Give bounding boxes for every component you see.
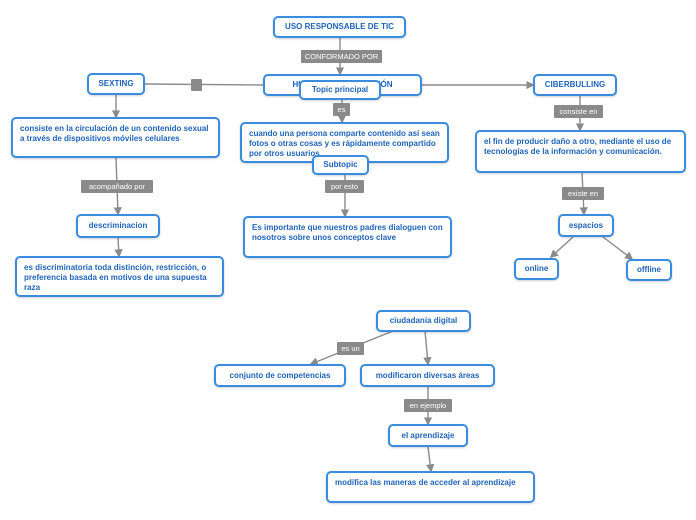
node-root[interactable]: USO RESPONSABLE DE TIC: [273, 16, 406, 38]
node-online[interactable]: online: [514, 258, 559, 280]
node-ciberbulling[interactable]: CIBERBULLING: [533, 74, 617, 96]
label-es-un[interactable]: es un: [337, 342, 364, 355]
node-areas[interactable]: modificaron diversas áreas: [360, 364, 495, 387]
node-aprendizaje[interactable]: el aprendizaje: [388, 424, 468, 447]
node-maneras[interactable]: modifica las maneras de acceder al apren…: [326, 471, 535, 503]
node-espacios[interactable]: espacios: [558, 214, 614, 237]
link-huella-sexting: [144, 83, 265, 86]
label-en-ejemplo[interactable]: en ejemplo: [404, 399, 452, 412]
node-topic-principal[interactable]: Topic principal: [299, 80, 381, 100]
node-sexting-definition[interactable]: consiste en la circulación de un conteni…: [11, 117, 220, 158]
node-offline[interactable]: offline: [626, 259, 672, 281]
link-espacios-online: [549, 236, 574, 259]
link-espacios-offline: [602, 236, 634, 261]
label-por-esto[interactable]: por esto: [325, 180, 364, 193]
node-competencias[interactable]: conjunto de competencias: [214, 364, 346, 387]
node-subtopic[interactable]: Subtopic: [312, 155, 369, 175]
label-existe-en[interactable]: existe en: [562, 187, 604, 200]
node-discriminacion-definition[interactable]: es discriminatoria toda distinción, rest…: [15, 256, 224, 297]
node-ciudadania[interactable]: ciudadania digital: [376, 310, 471, 332]
link-discr-def: [114, 237, 123, 258]
link-aprend-maneras: [425, 446, 435, 473]
node-padres[interactable]: Es importante que nuestros padres dialog…: [243, 216, 452, 258]
label-es[interactable]: es: [333, 103, 350, 116]
node-ciberbulling-definition[interactable]: el fin de producir daño a otro, mediante…: [475, 130, 686, 173]
node-sexting[interactable]: SEXTING: [87, 73, 145, 95]
label-acompanado-por[interactable]: acompañado por: [81, 180, 153, 193]
link-handle[interactable]: [191, 79, 202, 91]
label-conformado-por[interactable]: CONFORMADO POR: [301, 50, 382, 63]
label-consiste-en[interactable]: consiste en: [554, 105, 603, 118]
link-ciud-areas: [423, 330, 432, 366]
node-discriminacion[interactable]: descriminacion: [76, 214, 160, 238]
